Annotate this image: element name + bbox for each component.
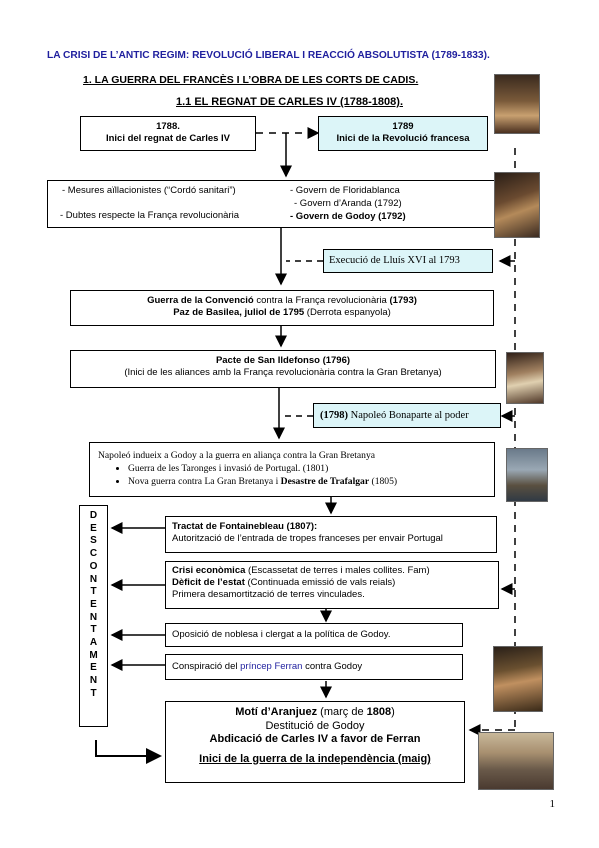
- box-1789-year: 1789: [392, 121, 414, 132]
- crisi-economica: Crisi econòmica: [172, 565, 246, 576]
- moti-date: (març de: [317, 706, 367, 718]
- box-mesures: - Mesures aïllacionistes (“Cordó sanitar…: [47, 180, 497, 228]
- box-1788-text: Inici del regnat de Carles IV: [105, 133, 231, 144]
- guerra-year: (1793): [389, 295, 417, 306]
- side-letter: N: [89, 573, 98, 585]
- side-letter: T: [90, 586, 97, 598]
- side-letter: E: [90, 522, 97, 534]
- guerra-convencio-rest: contra la França revolucionària: [253, 295, 390, 306]
- box-guerra-convencio: Guerra de la Convenció contra la França …: [70, 290, 494, 326]
- deficit-estat: Dèficit de l’estat: [172, 577, 245, 588]
- crisi-economica-desc: (Escassetat de terres i males collites. …: [245, 565, 430, 576]
- napoleo-poder-text: Napoleó Bonaparte al poder: [348, 410, 469, 421]
- box-execucio: Execució de Lluís XVI al 1793: [323, 249, 493, 273]
- conspiracio-pre: Conspiració del: [172, 661, 241, 672]
- side-letter: T: [90, 624, 97, 636]
- side-letter: N: [89, 675, 98, 687]
- crisi-line2: Dèficit de l’estat (Continuada emissió d…: [172, 577, 498, 589]
- box-pacte: Pacte de San Ildefonso (1796) (Inici de …: [70, 350, 496, 388]
- box-oposicio: Oposició de noblesa i clergat a la polít…: [165, 623, 463, 647]
- moti-line1: Motí d’Aranjuez (març de 1808): [166, 706, 464, 720]
- paz-basilea-rest: (Derrota espanyola): [304, 307, 391, 318]
- conspiracio-post: contra Godoy: [302, 661, 363, 672]
- box-tractat: Tractat de Fontainebleau (1807): Autorit…: [165, 516, 497, 553]
- deficit-estat-desc: (Continuada emissió de vals reials): [244, 577, 396, 588]
- moti-year: 1808: [366, 706, 392, 718]
- box-napoleo-poder: (1798) Napoleó Bonaparte al poder: [313, 403, 501, 428]
- box-1788-year: 1788.: [156, 121, 180, 132]
- list-item: Nova guerra contra La Gran Bretanya i De…: [128, 475, 494, 488]
- desastre-trafalgar: Desastre de Trafalgar: [280, 476, 370, 487]
- box-crisi: Crisi econòmica (Escassetat de terres i …: [165, 561, 499, 609]
- box-1789-text: Inici de la Revolució francesa: [336, 133, 470, 144]
- document-title: LA CRISI DE L’ANTIC REGIM: REVOLUCIÓ LIB…: [47, 50, 490, 61]
- napoleon-portrait-image: [506, 352, 544, 404]
- napoleo-poder-year: (1798): [320, 410, 348, 421]
- side-letter: A: [89, 637, 98, 649]
- side-letter: D: [89, 510, 98, 521]
- godoy-portrait-image: [494, 172, 540, 238]
- side-letter: N: [89, 611, 98, 623]
- box-napoleo-indueix: Napoleó indueix a Godoy a la guerra en a…: [89, 442, 495, 497]
- govern-godoy: - Govern de Godoy (1792): [290, 211, 406, 222]
- inici-guerra-independencia: Inici de la guerra de la independència (…: [199, 752, 431, 765]
- box-conspiracio: Conspiració del príncep Ferran contra Go…: [165, 654, 463, 680]
- princep-ferran: príncep Ferran: [240, 661, 303, 672]
- page-number: 1: [549, 798, 556, 810]
- mesures-aillacionistes: - Mesures aïllacionistes (“Cordó sanitar…: [62, 185, 236, 196]
- box-1788: 1788. Inici del regnat de Carles IV: [80, 116, 256, 151]
- abdicacio: Abdicació de Carles IV a favor de Ferran: [209, 733, 421, 745]
- crisi-line1: Crisi econòmica (Escassetat de terres i …: [172, 565, 498, 577]
- side-letter: M: [89, 649, 98, 661]
- b2-pre: Nova guerra contra La Gran Bretanya i: [128, 476, 281, 487]
- paz-basilea-bold: Paz de Basilea, juliol de 1795: [173, 307, 305, 318]
- govern-aranda: - Govern d’Aranda (1792): [294, 198, 402, 209]
- b2-post: (1805): [369, 476, 398, 487]
- side-letter: S: [90, 535, 97, 547]
- dubtes-franca: - Dubtes respecte la França revolucionàr…: [60, 210, 240, 221]
- desamortitzacio: Primera desamortització de terres vincul…: [172, 589, 365, 600]
- side-letter: O: [89, 560, 98, 572]
- moti-close: ): [391, 706, 395, 718]
- destitucio-godoy: Destitució de Godoy: [265, 719, 365, 732]
- pacte-desc: (Inici de les aliances amb la França rev…: [124, 367, 442, 378]
- side-letter: C: [89, 548, 98, 560]
- tractat-title: Tractat de Fontainebleau (1807):: [172, 521, 318, 532]
- guerra-convencio-bold: Guerra de la Convenció: [147, 295, 254, 306]
- napoleo-indueix-intro: Napoleó indueix a Godoy a la guerra en a…: [98, 450, 376, 461]
- govern-floridablanca: - Govern de Floridablanca: [290, 185, 400, 196]
- tractat-desc: Autorització de l’entrada de tropes fran…: [172, 533, 443, 544]
- guerra-line2: Paz de Basilea, juliol de 1795 (Derrota …: [71, 307, 493, 319]
- section-title: 1. LA GUERRA DEL FRANCÈS I L’OBRA DE LES…: [83, 74, 419, 86]
- carles-iv-portrait-image: [494, 74, 540, 134]
- box-moti-aranjuez: Motí d’Aranjuez (març de 1808) Destituci…: [165, 701, 465, 783]
- guerra-line1: Guerra de la Convenció contra la França …: [71, 295, 493, 307]
- list-item: Guerra de les Taronges i invasió de Port…: [128, 462, 494, 475]
- motin-aranjuez-painting-image: [478, 732, 554, 790]
- trafalgar-painting-image: [506, 448, 548, 502]
- subsection-title: 1.1 EL REGNAT DE CARLES IV (1788-1808).: [176, 96, 403, 108]
- side-letter: E: [90, 662, 97, 674]
- box-1789: 1789 Inici de la Revolució francesa: [318, 116, 488, 151]
- side-letter: T: [90, 687, 97, 699]
- napoleo-indueix-list: Guerra de les Taronges i invasió de Port…: [98, 462, 494, 488]
- side-letter: E: [90, 598, 97, 610]
- ferran-portrait-image: [493, 646, 543, 712]
- pacte-title: Pacte de San Ildefonso (1796): [215, 355, 351, 366]
- moti-title: Motí d’Aranjuez: [235, 706, 318, 718]
